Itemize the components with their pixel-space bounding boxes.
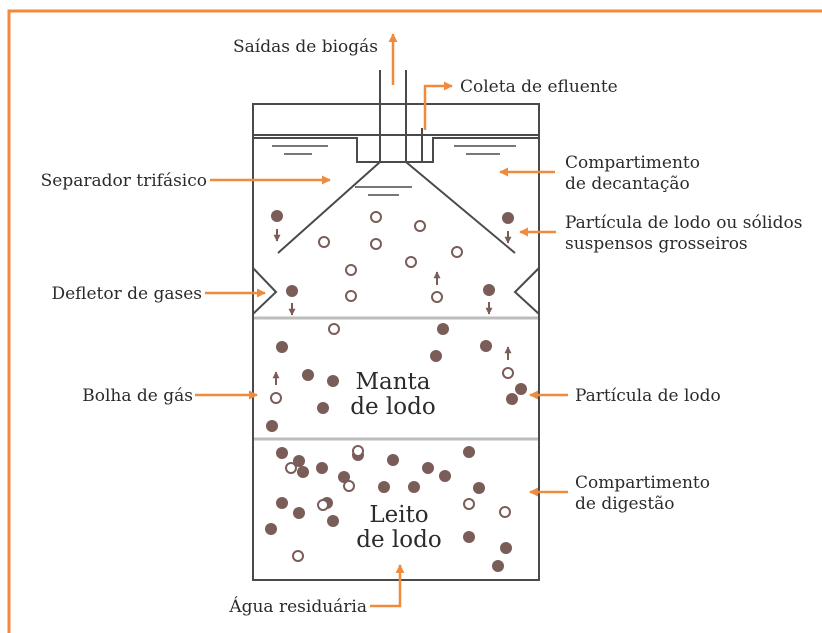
label-digestion-compartment: de digestão [575,494,675,514]
sludge-particle [480,340,492,352]
particles-layer [265,210,527,572]
label-settling-compartment: de decantação [565,174,690,194]
sludge-particle [387,454,399,466]
sludge-blanket-title: Manta [355,369,430,395]
sludge-particle [422,462,434,474]
sludge-bed-title: Leito [369,502,428,528]
gas-bubble [285,462,297,474]
sludge-particle [338,471,350,483]
gas-bubble [318,236,330,248]
label-settling-compartment: Compartimento [565,153,700,173]
sludge-particle [500,542,512,554]
gas-bubble [414,220,426,232]
annotation-arrows [195,33,568,608]
gas-bubble [270,392,282,404]
gas-bubble [352,445,364,457]
sludge-particle [378,481,390,493]
sludge-particle [316,462,328,474]
gas-bubble [405,256,417,268]
sludge-particle [463,446,475,458]
sludge-particle [293,507,305,519]
sludge-particle [276,497,288,509]
sludge-particle [297,466,309,478]
gas-deflector-left [252,267,278,315]
label-digestion-compartment: Compartimento [575,473,710,493]
sludge-particle [515,383,527,395]
gas-bubble [463,498,475,510]
figure-frame [7,9,822,633]
label-sludge-or-solids: Partícula de lodo ou sólidos [565,213,802,233]
gas-bubble [451,246,463,258]
sludge-particle [317,402,329,414]
gas-bubble [499,506,511,518]
label-effluent-collection: Coleta de efluente [460,77,618,97]
label-wastewater: Água residuária [228,596,367,617]
sludge-particle [286,285,298,297]
sludge-particle [276,447,288,459]
sludge-particle [276,341,288,353]
gas-bubble [343,480,355,492]
label-biogas-outlet: Saídas de biogás [233,37,378,57]
sludge-particle [271,210,283,222]
sludge-particle [302,369,314,381]
sludge-particle [408,481,420,493]
sludge-blanket-title: de lodo [350,394,435,420]
gas-bubble [370,211,382,223]
gas-bubble [431,291,443,303]
gas-bubble [292,550,304,562]
gas-bubble [345,290,357,302]
sludge-particle [293,455,305,467]
label-gas-deflector: Defletor de gases [51,284,202,304]
label-sludge-particle: Partícula de lodo [575,386,721,406]
sludge-particle [473,482,485,494]
gas-bubble [370,238,382,250]
sludge-particle [327,515,339,527]
sludge-bed-title: de lodo [356,527,441,553]
sludge-particle [492,560,504,572]
sludge-particle [502,212,514,224]
gas-bubble [328,323,340,335]
gas-bubble [345,264,357,276]
sludge-particle [265,523,277,535]
sludge-particle [266,420,278,432]
water-level-marks [272,145,516,196]
sludge-particle [430,350,442,362]
gas-bubble [317,499,329,511]
sludge-particle [437,323,449,335]
label-sludge-or-solids: suspensos grosseiros [565,234,748,254]
label-three-phase-separator: Separador trifásico [41,171,207,191]
sludge-particle [439,470,451,482]
sludge-particle [463,531,475,543]
sludge-particle [483,284,495,296]
gas-deflector-right [513,267,540,315]
gas-bubble [502,367,514,379]
label-gas-bubble: Bolha de gás [82,386,193,406]
sludge-particle [327,375,339,387]
reactor-body [252,70,540,581]
sludge-particle [506,393,518,405]
